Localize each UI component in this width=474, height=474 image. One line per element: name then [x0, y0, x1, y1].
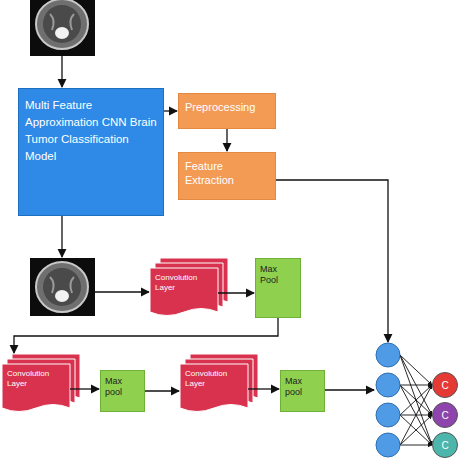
pool-box: Max Pool: [255, 258, 301, 318]
model-box: Multi Feature Approximation CNN Brain Tu…: [18, 88, 164, 216]
node-text: C: [441, 380, 448, 391]
node-text: Convolution Layer: [155, 273, 213, 293]
node-text: C: [441, 440, 448, 451]
sheet: [2, 364, 70, 412]
output-neuron: C: [432, 432, 458, 458]
pool-box: Max pool: [100, 370, 145, 412]
convolution-layer: Convolution Layer: [150, 268, 218, 318]
node-text: Max Pool: [260, 264, 296, 286]
pool-box: Max pool: [280, 370, 325, 412]
process-box: Preprocessing: [178, 93, 276, 129]
sheet: [180, 364, 248, 412]
process-box: Feature Extraction: [178, 152, 276, 200]
flow-arrow: [14, 318, 278, 353]
output-neuron: C: [432, 402, 458, 428]
mri-image: [30, 258, 95, 316]
node-text: C: [441, 410, 448, 421]
output-neuron: C: [432, 372, 458, 398]
node-text: Convolution Layer: [7, 369, 65, 389]
flow-arrow: [226, 129, 227, 151]
convolution-layer: Convolution Layer: [180, 364, 248, 414]
flow-arrow: [145, 390, 179, 391]
node-text: Multi Feature Approximation CNN Brain Tu…: [25, 97, 157, 165]
sheet: [150, 268, 218, 316]
flow-arrow: [164, 110, 177, 111]
network-links: [400, 355, 432, 445]
mri-image: [30, 0, 95, 56]
node-text: Max pool: [285, 376, 320, 398]
node-text: Preprocessing: [185, 100, 269, 114]
flow-arrow: [325, 389, 374, 390]
flow-arrow: [95, 291, 149, 292]
flow-arrow: [61, 216, 62, 257]
node-text: Feature Extraction: [185, 159, 269, 187]
node-text: Convolution Layer: [185, 369, 243, 389]
node-text: Max pool: [105, 376, 140, 398]
input-neurons: [376, 343, 400, 457]
convolution-layer: Convolution Layer: [2, 364, 70, 414]
flow-arrow: [61, 56, 62, 87]
